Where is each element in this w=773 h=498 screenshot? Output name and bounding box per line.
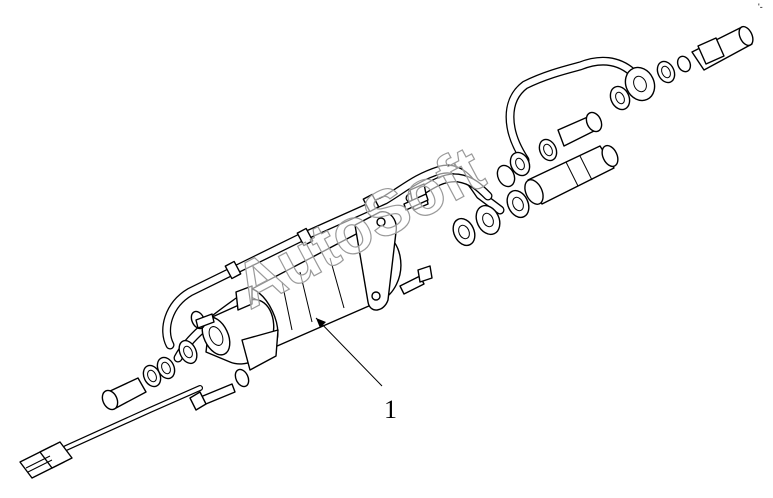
- lower-mount-bolt: [189, 368, 250, 411]
- middle-sealing-washers: [452, 138, 558, 247]
- upper-clip-bolt: [403, 183, 429, 211]
- middle-banjo-bolt: [557, 111, 603, 147]
- corner-mark: '-: [758, 2, 763, 12]
- left-sealing-washers: [142, 339, 198, 388]
- upper-sealing-washers: [609, 55, 692, 111]
- callout-1: 1: [315, 317, 397, 424]
- pipe-clip-bolt: [190, 310, 215, 330]
- outlet-fitting-union: [691, 25, 754, 71]
- filter-mount-bolt: [399, 265, 433, 295]
- wiring-harness-connector: [19, 385, 203, 479]
- pump-head-assembly: [201, 285, 279, 371]
- inlet-fitting-union: [524, 144, 619, 205]
- callout-number: 1: [384, 395, 397, 424]
- left-banjo-bolt: [101, 377, 147, 411]
- banjo-eye-fitting: [624, 66, 656, 102]
